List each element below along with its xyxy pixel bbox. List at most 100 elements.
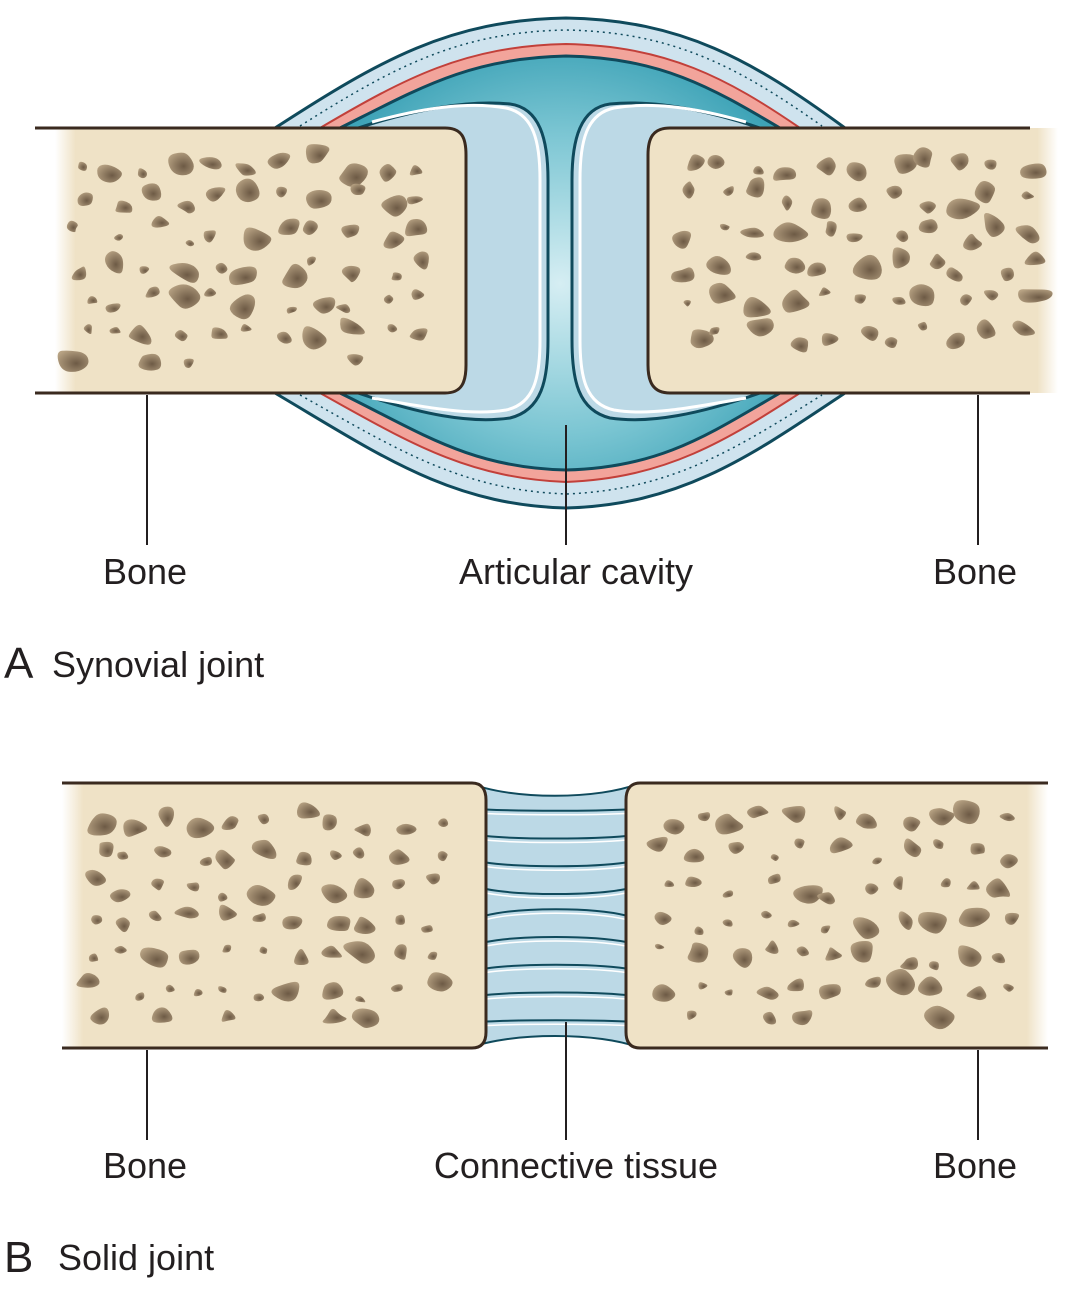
bone-pore	[819, 984, 841, 1000]
bone-pore	[193, 989, 203, 997]
bone-pore	[222, 944, 232, 953]
bone-pore	[174, 906, 199, 919]
bone-pore	[77, 192, 93, 206]
bone-pore	[411, 289, 425, 300]
bone-pore	[1020, 163, 1047, 179]
tissue-fiber	[485, 935, 627, 943]
bone-pore	[958, 907, 990, 928]
bone-pore	[253, 993, 265, 1002]
bone-pore	[381, 195, 408, 217]
bone-pore	[807, 262, 827, 277]
bone-pore	[355, 995, 366, 1003]
bone-pore	[438, 818, 449, 827]
bone-pore	[135, 992, 145, 1001]
bone-pore	[305, 144, 330, 164]
bone-pore	[652, 984, 676, 1002]
bone-pore	[1021, 191, 1035, 200]
bone-pore	[913, 147, 933, 168]
bone-pore	[761, 910, 772, 919]
bone-pore	[114, 945, 127, 954]
bone-pore	[259, 946, 268, 954]
bone-pore	[123, 819, 148, 837]
bone-pore	[341, 265, 361, 283]
bone-pore	[252, 913, 266, 922]
bone-pore	[215, 849, 235, 870]
bone-pore	[215, 262, 228, 274]
bone-pore	[963, 233, 983, 251]
bone-pore	[390, 984, 403, 992]
bone-pore	[646, 836, 668, 852]
bone-pore	[186, 817, 215, 839]
bone-pore	[852, 254, 882, 280]
tissue-fibers	[485, 808, 627, 1027]
bone-pore	[966, 986, 987, 1001]
bone-pore	[395, 914, 405, 925]
bone-pore	[903, 816, 921, 832]
bone-pore	[773, 167, 797, 181]
bone-pore	[928, 961, 939, 971]
bone-label-right-a: Bone	[932, 551, 1018, 592]
bone-pore	[793, 885, 823, 904]
bone-pore	[392, 879, 406, 890]
bone-pore	[78, 161, 88, 171]
bone-pore	[322, 982, 344, 1000]
bone-pore	[690, 329, 714, 349]
bone-pore	[722, 919, 733, 927]
bone-pore	[383, 294, 394, 304]
bone-pore	[168, 152, 194, 176]
bone-pore	[896, 230, 909, 243]
bone-pore	[229, 294, 256, 320]
bone-pore	[276, 331, 292, 344]
bone-pore	[664, 880, 675, 887]
bone-label-right-b: Bone	[932, 1145, 1018, 1186]
bone-pore	[894, 154, 918, 174]
bone-pore	[282, 263, 308, 289]
bone-pore	[724, 989, 733, 996]
bone-pore	[321, 884, 348, 904]
bone-label-left-a: Bone	[102, 551, 188, 592]
connective-tissue-label: Connective tissue	[433, 1145, 719, 1186]
tissue-fiber	[485, 808, 627, 812]
bone-pore	[719, 223, 730, 231]
bone-pore	[396, 823, 417, 835]
bone-pore	[409, 328, 428, 341]
bone-pores	[76, 802, 453, 1028]
bone-pore	[183, 358, 194, 368]
bone-pore	[286, 306, 297, 314]
bone-pore	[909, 284, 935, 307]
bone-pore	[287, 874, 302, 891]
bone-pore	[687, 154, 705, 171]
bone-pore	[294, 949, 309, 966]
bone-pore	[276, 186, 287, 198]
bone-pore	[784, 257, 806, 274]
bone-pore	[335, 304, 351, 314]
bone-pore	[846, 162, 867, 182]
bone-pore	[186, 882, 200, 892]
bone-pore	[1015, 225, 1040, 244]
bone-pore	[970, 843, 985, 855]
bone-pore	[984, 159, 997, 170]
bone-pore	[918, 911, 947, 934]
bone-pore	[312, 297, 336, 314]
bone-pore	[952, 800, 980, 825]
bone-pore	[1000, 854, 1018, 869]
bone-pore	[109, 327, 121, 334]
bone-pore	[128, 324, 152, 345]
bone-pore	[341, 224, 360, 238]
bone-pore	[685, 876, 702, 888]
bone-pore	[140, 947, 169, 968]
bone-pore	[687, 942, 709, 963]
bone-pore	[409, 165, 423, 176]
bone-pore	[97, 164, 122, 183]
bone-pore	[765, 940, 779, 954]
bone-pore	[740, 227, 765, 238]
bone-pore	[145, 286, 160, 298]
bone-pore	[321, 945, 342, 958]
bone-pore	[151, 878, 164, 891]
bone-pore	[709, 327, 720, 335]
bone-pore	[57, 350, 89, 372]
bone-pore	[715, 813, 744, 835]
bone-pore	[794, 838, 805, 849]
bone-pore	[917, 976, 943, 996]
bone-pore	[343, 941, 375, 964]
